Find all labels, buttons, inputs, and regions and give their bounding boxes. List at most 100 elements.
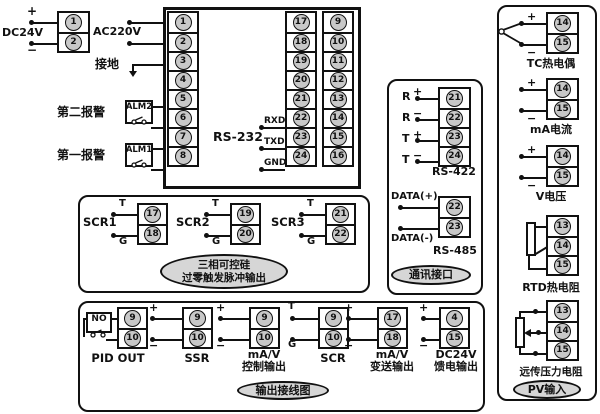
thermocouple-icon [498, 22, 523, 45]
dc24v-plus-sign: + [27, 4, 38, 18]
pressure-terminal-block: 13 14 15 [546, 300, 579, 361]
terminal-number: 14 [554, 148, 571, 165]
terminal-number: 8 [174, 148, 192, 165]
wire [350, 317, 377, 320]
terminal-cell: 18 [139, 224, 166, 243]
terminal-number: 18 [384, 330, 401, 347]
terminal-number: 15 [554, 168, 571, 185]
wire [401, 206, 438, 209]
terminal-number: 7 [174, 129, 192, 146]
wire [133, 63, 167, 66]
dc24v-minus-sign: − [27, 43, 38, 57]
rs232-label: RS-232 [213, 129, 263, 144]
junction-dot [346, 337, 351, 342]
main-left-terminal-column: 1 2 3 4 5 6 7 8 [167, 11, 199, 167]
terminal-number: 1 [174, 14, 192, 31]
v-plus-sign: + [527, 143, 537, 156]
tc-plus-sign: + [527, 10, 537, 23]
terminal-number: 14 [329, 110, 347, 127]
scr3-t-label: T [307, 198, 314, 209]
junction-dot [218, 337, 223, 342]
terminal-number: 4 [174, 72, 192, 89]
scr2-t-label: T [212, 198, 219, 209]
wire [401, 227, 438, 230]
terminal-cell: 7 [169, 127, 197, 146]
mav-ctrl-label: mA/V [247, 348, 281, 361]
scr3-g-label: G [307, 236, 316, 247]
terminal-cell: 24 [287, 146, 315, 165]
terminal-cell: 9 [119, 309, 146, 328]
terminal-number: 22 [446, 199, 463, 216]
v-terminal-block: 14 15 [546, 145, 579, 187]
wire [418, 118, 438, 121]
dc24v-feed-label2: 馈电输出 [434, 360, 478, 373]
scr1-g-label: G [119, 236, 128, 247]
alarm1-label: 第一报警 [57, 148, 106, 162]
scr2-label: SCR2 [176, 215, 210, 229]
terminal-cell: 3 [169, 51, 197, 70]
terminal-number: 9 [325, 310, 342, 327]
alm1-box: ALM1 [125, 143, 153, 167]
terminal-cell: 22 [287, 108, 315, 127]
junction-dot [415, 159, 420, 164]
ma-minus-sign: − [527, 112, 537, 125]
terminal-number: 2 [65, 34, 82, 51]
junction-dot [150, 316, 155, 321]
terminal-number: 12 [329, 72, 347, 89]
scr2-g-label: G [212, 236, 221, 247]
dc24v-terminal-block: 1 2 [57, 11, 90, 53]
rs422-r-minus-label: R [402, 111, 411, 124]
terminal-number: 17 [292, 14, 310, 31]
terminal-cell: 15 [441, 328, 468, 347]
wire [303, 213, 325, 216]
terminal-cell: 10 [251, 328, 278, 347]
terminal-cell: 23 [440, 127, 469, 146]
rs422-terminal-block: 21 22 23 24 [438, 87, 471, 167]
terminal-number: 15 [554, 257, 571, 274]
terminal-cell: 18 [379, 328, 406, 347]
rtd-terminal-block: 13 14 15 [546, 215, 579, 276]
terminal-cell: 9 [320, 309, 347, 328]
terminal-number: 15 [446, 330, 463, 347]
txd-pin-label: TXD [264, 137, 285, 147]
terminal-cell: 14 [324, 108, 352, 127]
terminal-number: 10 [256, 330, 273, 347]
dc24v-feed-plus-sign: + [419, 301, 429, 314]
terminal-cell: 17 [379, 309, 406, 328]
dc24v-feed-minus-sign: − [419, 339, 429, 352]
terminal-cell: 9 [184, 309, 211, 328]
dc24v-feed-label: DC24V [435, 348, 477, 361]
junction-dot [204, 212, 209, 217]
rs422-t-minus-label: T [402, 153, 410, 166]
junction-dot [346, 316, 351, 321]
terminal-cell: 19 [232, 205, 259, 224]
mav-tx-terminal-block: 17 18 [377, 307, 408, 349]
wire [522, 88, 546, 91]
wire [522, 43, 546, 46]
junction-dot [415, 96, 420, 101]
rs422-t-plus-sign: + [413, 128, 423, 141]
rtd-label: RTD热电阻 [522, 281, 580, 294]
terminal-number: 6 [174, 110, 192, 127]
output-badge-label: 输出接线图 [255, 383, 311, 397]
terminal-number: 14 [554, 238, 571, 255]
terminal-cell: 17 [139, 205, 166, 224]
pid-terminal-block: 9 10 [117, 307, 148, 349]
terminal-number: 21 [332, 206, 349, 223]
terminal-number: 13 [329, 91, 347, 108]
terminal-number: 4 [446, 310, 463, 327]
alarm2-label: 第二报警 [57, 105, 106, 119]
alm1-box-label: ALM1 [125, 145, 153, 155]
terminal-cell: 4 [441, 309, 468, 328]
wire [83, 317, 85, 337]
terminal-cell: 2 [169, 32, 197, 51]
terminal-cell: 15 [548, 255, 577, 274]
relay-contact-icon [131, 159, 147, 168]
ma-terminal-block: 14 15 [546, 78, 579, 120]
terminal-number: 20 [292, 72, 310, 89]
relay-contact-icon [131, 116, 147, 125]
terminal-number: 3 [174, 53, 192, 70]
wire [522, 155, 546, 158]
main-mid-terminal-column: 17 18 19 20 21 22 23 24 [285, 11, 317, 167]
wire [33, 21, 57, 24]
